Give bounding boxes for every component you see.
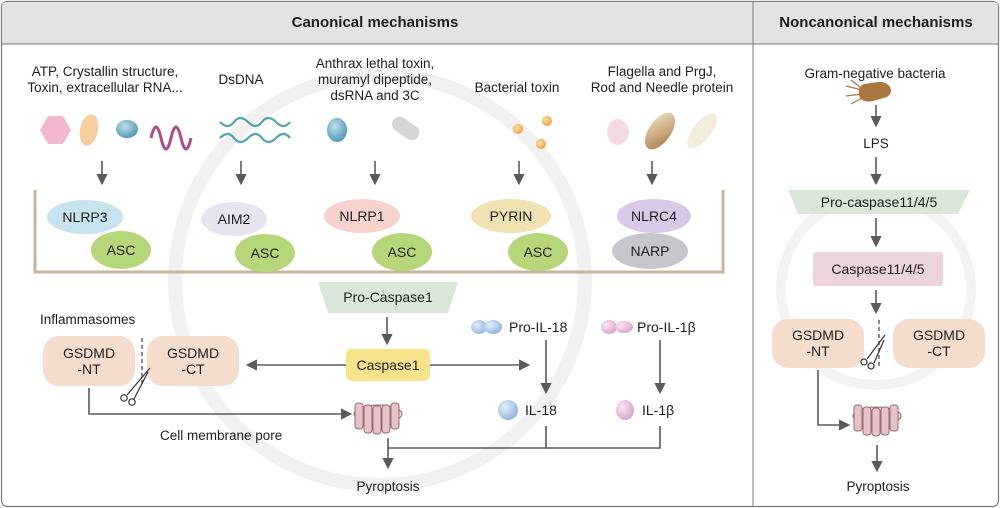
pyroptosis-canonical: Pyroptosis — [356, 479, 420, 494]
adaptor-asc-aim2: ASC — [250, 245, 280, 261]
pro-il-1b: Pro-IL-1β — [637, 319, 696, 335]
stimulus-nlrc4: Flagella and PrgJ,Rod and Needle protein — [590, 64, 734, 95]
pore-icons — [353, 402, 902, 437]
caspase11-4-5: Caspase11/4/5 — [831, 261, 925, 277]
pro-il-18: Pro-IL-18 — [509, 319, 568, 335]
lps: LPS — [863, 136, 889, 151]
sensor-nlrc4: NLRC4 — [631, 208, 677, 224]
header-noncanonical: Noncanonical mechanisms — [779, 14, 973, 31]
canonical-shapes — [43, 282, 634, 420]
canonical-arrows — [88, 317, 666, 470]
inflammasomes-label: Inflammasomes — [40, 312, 136, 327]
sensor-pyrin: PYRIN — [489, 208, 533, 224]
pro-caspase11-4-5: Pro-caspase11/4/5 — [820, 194, 938, 210]
gsdmd-ct-noncanonical: GSDMD-CT — [912, 327, 966, 359]
gsdmd-nt-noncanonical: GSDMD-NT — [791, 327, 845, 359]
adaptor-asc-nlrp1: ASC — [387, 244, 417, 260]
noncanonical-shapes — [772, 79, 985, 368]
adaptor-asc-nlrp3: ASC — [106, 242, 136, 258]
stimulus-pyrin: Bacterial toxin — [474, 80, 560, 95]
pyroptosis-noncanonical: Pyroptosis — [846, 479, 910, 494]
stimulus-icons — [40, 112, 717, 151]
sensor-nlrp3: NLRP3 — [62, 209, 108, 225]
adaptor-asc-pyrin: ASC — [523, 244, 553, 260]
pro-caspase1: Pro-Caspase1 — [343, 289, 433, 305]
sensor-aim2: AIM2 — [217, 211, 251, 227]
inflammasome-bracket — [33, 190, 725, 274]
stimulus-nlrp3: ATP, Crystallin structure,Toxin, extrace… — [27, 64, 183, 95]
il-18: IL-18 — [525, 402, 557, 418]
adaptor-narp: NARP — [630, 243, 670, 259]
scissors-icon-noncanonical — [860, 334, 886, 370]
stimulus-arrows — [96, 161, 658, 186]
caspase1: Caspase1 — [356, 357, 420, 373]
gram-negative-bacteria: Gram-negative bacteria — [804, 66, 946, 81]
il-1b: IL-1β — [642, 402, 675, 418]
sensor-shapes — [47, 199, 691, 272]
gsdmd-nt: GSDMD-NT — [62, 345, 116, 377]
header-canonical: Canonical mechanisms — [291, 14, 459, 31]
stimulus-aim2: DsDNA — [218, 72, 264, 87]
gsdmd-ct: GSDMD-CT — [166, 345, 220, 377]
cell-membrane-pore-label: Cell membrane pore — [160, 428, 283, 443]
stimulus-nlrp1: Anthrax lethal toxin,muramyl dipeptide,d… — [315, 56, 435, 103]
scissors-icon — [120, 367, 151, 406]
sensor-nlrp1: NLRP1 — [339, 208, 385, 224]
